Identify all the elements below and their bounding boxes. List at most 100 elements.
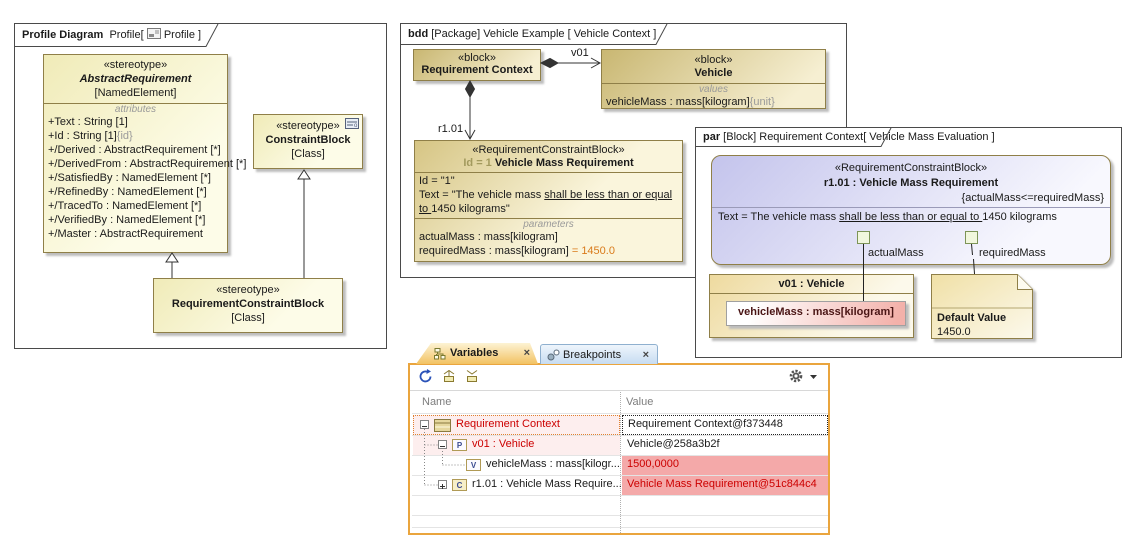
profile-diagram-icon	[147, 28, 161, 39]
default-value-note[interactable]: Default Value 1450.0	[931, 274, 1033, 339]
frame-context-label: [Package] Vehicle Example [ Vehicle Cont…	[428, 28, 656, 40]
row-value[interactable]: Vehicle@258a3b2f	[622, 435, 828, 455]
collapse-toggle-icon[interactable]	[420, 420, 429, 429]
requirement-id-row: Id = "1"	[415, 173, 682, 188]
generalization-connector[interactable]	[166, 253, 178, 278]
vehicle-block[interactable]: «block» Vehicle values vehicleMass : mas…	[601, 49, 826, 109]
composite-association-v01[interactable]	[541, 58, 600, 68]
attribute-row: +/DerivedFrom : AbstractRequirement [*]	[44, 157, 227, 171]
association-end-label-v01[interactable]: v01	[571, 47, 589, 59]
requiredmass-port[interactable]	[965, 231, 978, 244]
tab-variables[interactable]: Variables ×	[416, 343, 538, 364]
frame-kind-label: par	[703, 131, 720, 143]
part-name: v01 : Vehicle	[710, 275, 913, 290]
block-name: Vehicle	[602, 66, 825, 79]
requirement-context-block[interactable]: «block» Requirement Context	[413, 49, 541, 81]
row-separator	[412, 495, 828, 496]
stereotype-keyword: «block»	[602, 50, 825, 66]
row-value[interactable]: 1500,0000	[622, 455, 828, 475]
frame-context-label: Profile[	[109, 29, 143, 41]
refresh-icon	[418, 369, 433, 384]
stereotype-name: ConstraintBlock	[254, 132, 362, 146]
port-label-requiredmass: requiredMass	[979, 247, 1046, 259]
table-row[interactable]: V vehicleMass : mass[kilogr... 1500,0000	[410, 455, 828, 475]
metaclass-label: [Class]	[254, 146, 362, 160]
bdd-frame-header[interactable]: bdd [Package] Vehicle Example [ Vehicle …	[401, 24, 674, 40]
table-row[interactable]: Requirement Context Requirement Context@…	[410, 415, 828, 435]
row-name: Requirement Context	[456, 418, 560, 430]
collapse-all-icon	[465, 370, 479, 383]
variables-panel-body: Name Value Requirement Context	[408, 363, 830, 535]
requirement-text-row: Text = The vehicle mass shall be less th…	[712, 208, 1110, 223]
expand-all-button[interactable]	[442, 370, 460, 388]
profile-frame-header[interactable]: Profile Diagram Profile[ Profile ]	[15, 24, 219, 41]
breakpoints-icon	[547, 349, 560, 361]
frame-kind-label: Profile Diagram	[22, 29, 103, 41]
frame-diagram-name: Profile ]	[164, 29, 201, 41]
stereotype-keyword: «RequirementConstraintBlock»	[712, 156, 1110, 174]
row-separator	[412, 527, 828, 528]
requirement-constraint-block-stereotype-box[interactable]: «stereotype» RequirementConstraintBlock …	[153, 278, 343, 333]
constraint-icon: C	[452, 479, 467, 491]
frame-kind-label: bdd	[408, 28, 428, 40]
close-icon[interactable]: ×	[643, 349, 649, 361]
actualmass-port[interactable]	[857, 231, 870, 244]
variables-tree-icon	[434, 348, 446, 360]
collapse-all-button[interactable]	[465, 370, 483, 388]
part-icon: P	[452, 439, 467, 451]
dropdown-caret-icon	[810, 374, 818, 380]
column-header-name[interactable]: Name	[422, 396, 451, 408]
stereotype-name: AbstractRequirement	[44, 71, 227, 85]
attributes-compartment-label: attributes	[44, 104, 227, 115]
association-end-label-r101[interactable]: r1.01	[438, 123, 463, 135]
row-separator	[412, 435, 828, 436]
constraint-block-stereotype-box[interactable]: o «stereotype» ConstraintBlock [Class]	[253, 114, 363, 169]
refresh-button[interactable]	[418, 369, 436, 387]
table-row[interactable]: P v01 : Vehicle Vehicle@258a3b2f	[410, 435, 828, 455]
port-label-actualmass: actualMass	[868, 247, 924, 259]
attribute-row: +/SatisfiedBy : NamedElement [*]	[44, 171, 227, 185]
row-name: v01 : Vehicle	[472, 438, 534, 450]
stereotype-keyword: «RequirementConstraintBlock»	[415, 141, 682, 156]
attribute-row: +Id : String [1]{id}	[44, 129, 227, 143]
row-name: r1.01 : Vehicle Mass Require...	[472, 478, 622, 490]
constraint-property-name: r1.01 : Vehicle Mass Requirement	[712, 174, 1110, 189]
stereotype-keyword: «block»	[414, 50, 540, 64]
compartment-separator	[710, 293, 913, 294]
generalization-connector[interactable]	[298, 170, 310, 278]
vehicle-mass-requirement-block[interactable]: «RequirementConstraintBlock» Id = 1 Vehi…	[414, 140, 683, 262]
row-separator	[412, 455, 828, 456]
settings-menu-button[interactable]	[788, 368, 820, 386]
stereotype-name: RequirementConstraintBlock	[154, 296, 342, 310]
variables-panel: Variables × Breakpoints ×	[408, 343, 830, 535]
par-frame-header[interactable]: par [Block] Requirement Context[ Vehicle…	[696, 128, 1013, 143]
expand-toggle-icon[interactable]	[438, 480, 447, 489]
column-header-value[interactable]: Value	[626, 396, 653, 408]
requirement-id-badge: Id = 1	[463, 157, 491, 169]
collapse-toggle-icon[interactable]	[438, 440, 447, 449]
stereotype-keyword: «stereotype»	[154, 279, 342, 296]
value-icon: V	[466, 459, 481, 471]
attribute-row: +/Master : AbstractRequirement	[44, 227, 227, 241]
attribute-row: +/Derived : AbstractRequirement [*]	[44, 143, 227, 157]
row-separator	[412, 413, 828, 414]
profile-diagram-frame: Profile Diagram Profile[ Profile ] «ster…	[14, 23, 387, 349]
frame-context-label: [Block] Requirement Context[ Vehicle Mas…	[720, 131, 995, 143]
row-value[interactable]: Requirement Context@f373448	[622, 415, 828, 435]
vehiclemass-value-box[interactable]: vehicleMass : mass[kilogram]	[726, 301, 906, 326]
close-icon[interactable]: ×	[524, 347, 530, 359]
composite-association-r101[interactable]	[465, 81, 475, 139]
table-row[interactable]: C r1.01 : Vehicle Mass Require... Vehicl…	[410, 475, 828, 495]
constraint-expression: {actualMass<=requiredMass}	[712, 189, 1110, 204]
value-property-name: vehicleMass : mass[kilogram]	[727, 302, 905, 318]
stereotype-keyword: «stereotype»	[44, 55, 227, 71]
attribute-row: +/VerifiedBy : NamedElement [*]	[44, 213, 227, 227]
row-name: vehicleMass : mass[kilogr...	[486, 458, 620, 470]
row-value[interactable]: Vehicle Mass Requirement@51c844c4	[622, 475, 828, 495]
abstract-requirement-stereotype-box[interactable]: «stereotype» AbstractRequirement [NamedE…	[43, 54, 228, 253]
note-title: Default Value	[937, 312, 1006, 324]
parameter-row: requiredMass : mass[kilogram] = 1450.0	[415, 244, 682, 258]
tab-breakpoints[interactable]: Breakpoints ×	[540, 344, 658, 364]
requirement-title: Id = 1 Vehicle Mass Requirement	[415, 156, 682, 169]
metaclass-label: [NamedElement]	[44, 85, 227, 99]
